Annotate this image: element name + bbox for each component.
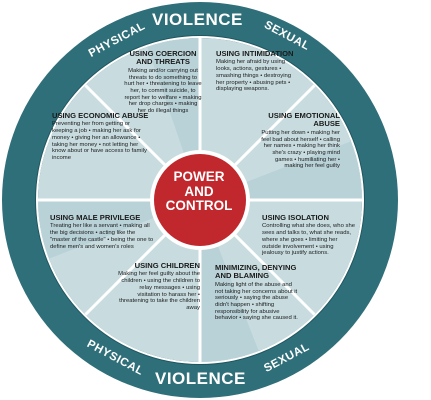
segment-minimizing: MINIMIZING, DENYING AND BLAMING Making l… xyxy=(215,263,301,322)
segment-minimizing-body: Making light of the abuse and not taking… xyxy=(215,281,298,322)
segment-coercion: USING COERCION AND THREATS Making and/or… xyxy=(124,49,202,115)
segment-emotional: USING EMOTIONAL ABUSE Putting her down •… xyxy=(260,111,340,170)
segment-intimidation-body: Making her afraid by using looks, action… xyxy=(216,59,292,93)
center-circle xyxy=(154,154,246,246)
segment-isolation: USING ISOLATION Controlling what she doe… xyxy=(262,213,356,257)
segment-minimizing-title: MINIMIZING, DENYING AND BLAMING xyxy=(215,263,297,281)
inner-rim-stroke xyxy=(36,36,364,364)
segment-emotional-title: USING EMOTIONAL ABUSE xyxy=(268,111,340,129)
segment-economic-body: Preventing her from getting or keeping a… xyxy=(52,121,147,161)
segment-privilege-body: Treating her like a servant • making all… xyxy=(50,223,154,250)
ring-violence-bottom: VIOLENCE xyxy=(155,369,246,388)
segment-economic: USING ECONOMIC ABUSE Preventing her from… xyxy=(52,111,152,162)
center-line-2: AND xyxy=(184,183,214,199)
center-label: POWER AND CONTROL xyxy=(160,169,238,214)
segment-children: USING CHILDREN Making her feel guilty ab… xyxy=(118,261,200,312)
ring-violence-top: VIOLENCE xyxy=(152,10,243,29)
segment-isolation-body: Controlling what she does, who she sees … xyxy=(262,223,355,257)
segment-children-title: USING CHILDREN xyxy=(134,261,200,270)
segment-intimidation: USING INTIMIDATION Making her afraid by … xyxy=(216,49,298,93)
center-line-1: POWER xyxy=(173,169,225,184)
segment-isolation-title: USING ISOLATION xyxy=(262,213,329,222)
segment-privilege-title: USING MALE PRIVILEGE xyxy=(50,213,141,222)
center-line-3: CONTROL xyxy=(165,198,233,213)
segment-privilege: USING MALE PRIVILEGE Treating her like a… xyxy=(50,213,154,250)
segment-intimidation-title: USING INTIMIDATION xyxy=(216,49,294,58)
segment-emotional-body: Putting her down • making her feel bad a… xyxy=(261,129,340,170)
segment-economic-title: USING ECONOMIC ABUSE xyxy=(52,111,149,120)
segment-coercion-title: USING COERCION AND THREATS xyxy=(129,49,197,67)
segment-children-body: Making her feel guilty about the childre… xyxy=(118,271,200,311)
segment-coercion-body: Making and/or carrying out threats to do… xyxy=(124,67,202,115)
